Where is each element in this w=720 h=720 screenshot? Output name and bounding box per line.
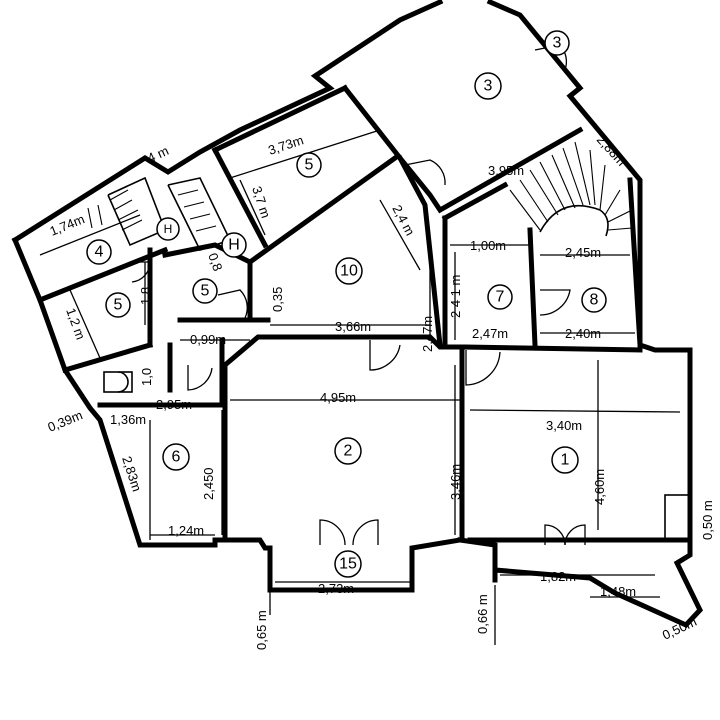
dim-label: 0,39m <box>46 407 85 434</box>
room-5-left-marker <box>105 292 131 318</box>
dim-label: 0,99m <box>190 332 226 347</box>
stair-h-left-marker <box>156 217 180 241</box>
dim-label: 2,95m <box>156 397 192 412</box>
dim-label: 2 4 1 m <box>448 275 463 318</box>
dim-label: 2,45m <box>565 245 601 260</box>
dim-label: 3,66m <box>335 319 371 334</box>
dim-label: 2,47m <box>472 326 508 341</box>
dim-label: 3,7 m <box>249 184 273 220</box>
stair-h-right-letter: H <box>228 237 240 254</box>
room-15-marker <box>334 550 362 578</box>
room-4-marker <box>86 239 112 265</box>
room-10-marker <box>335 257 363 285</box>
dim-label: 2,73m <box>318 581 354 596</box>
room-2-number: 2 <box>344 443 353 460</box>
dim-label: 1,24m <box>168 523 204 538</box>
room-3-number: 3 <box>484 78 493 95</box>
room-3-marker <box>474 72 502 100</box>
dim-label: 3,95m <box>488 163 524 178</box>
dim-label: 0,50 m <box>700 500 715 540</box>
room-3-balcony-marker <box>544 30 570 56</box>
dim-label: 2,88m <box>594 132 629 169</box>
dimension-lines <box>39 129 681 645</box>
doors <box>103 44 691 546</box>
dim-label: 1 8 <box>138 287 153 305</box>
dim-label: 3,40m <box>546 418 582 433</box>
dim-label: 3,46m <box>448 464 463 500</box>
room-6-marker <box>162 443 190 471</box>
stair-h-right-marker <box>221 232 247 258</box>
dim-label: 1,82m <box>540 569 576 584</box>
dim-label: 2,47m <box>420 316 435 352</box>
room-5-upper-number: 5 <box>305 157 314 174</box>
room-5-upper-marker <box>296 152 322 178</box>
dim-label: 2,4 m <box>389 202 418 238</box>
dim-label: 1,36m <box>110 412 146 427</box>
room-8-marker <box>581 287 607 313</box>
dim-label: 2,40m <box>565 326 601 341</box>
room-15-number: 15 <box>339 556 357 573</box>
dim-label: 1,2 m <box>63 306 88 342</box>
dim-label: 1,0 <box>139 368 154 386</box>
room-1-number: 1 <box>561 452 570 469</box>
room-markers: 1 2 3 3 4 5 5 5 6 7 8 10 15 H H <box>86 30 607 578</box>
room-10-number: 10 <box>340 263 358 280</box>
room-6-number: 6 <box>172 449 181 466</box>
dim-label: 0,65 m <box>254 610 269 650</box>
dim-label: 0,35 <box>270 287 285 312</box>
room-7-marker <box>487 284 513 310</box>
room-5-center-marker <box>192 278 218 304</box>
room-5-center-number: 5 <box>201 283 210 300</box>
dim-label: 1,00m <box>470 238 506 253</box>
room-3-balcony-number: 3 <box>553 35 562 52</box>
dim-label: 4,95m <box>320 390 356 405</box>
stairs <box>87 141 633 237</box>
room-7-number: 7 <box>496 289 505 306</box>
dim-label: 1,48m <box>600 584 636 599</box>
room-1-marker <box>551 446 579 474</box>
room-8-number: 8 <box>590 292 599 309</box>
dim-label: 4,60m <box>592 469 607 505</box>
dim-label: 2,450 <box>201 467 216 500</box>
room-2-marker <box>334 437 362 465</box>
room-4-number: 4 <box>95 244 104 261</box>
room-5-left-number: 5 <box>114 297 123 314</box>
stair-h-left-letter: H <box>164 222 173 236</box>
dim-label: 4 m <box>145 143 171 166</box>
dim-label: 0,66 m <box>475 594 490 634</box>
dim-label: 3,73m <box>266 132 305 157</box>
dimension-labels: 3,73m 3,7 m 1,74m 4 m 3,95m 2,88m 2,4 m … <box>46 132 715 650</box>
dim-label: 0,8 <box>205 251 225 273</box>
